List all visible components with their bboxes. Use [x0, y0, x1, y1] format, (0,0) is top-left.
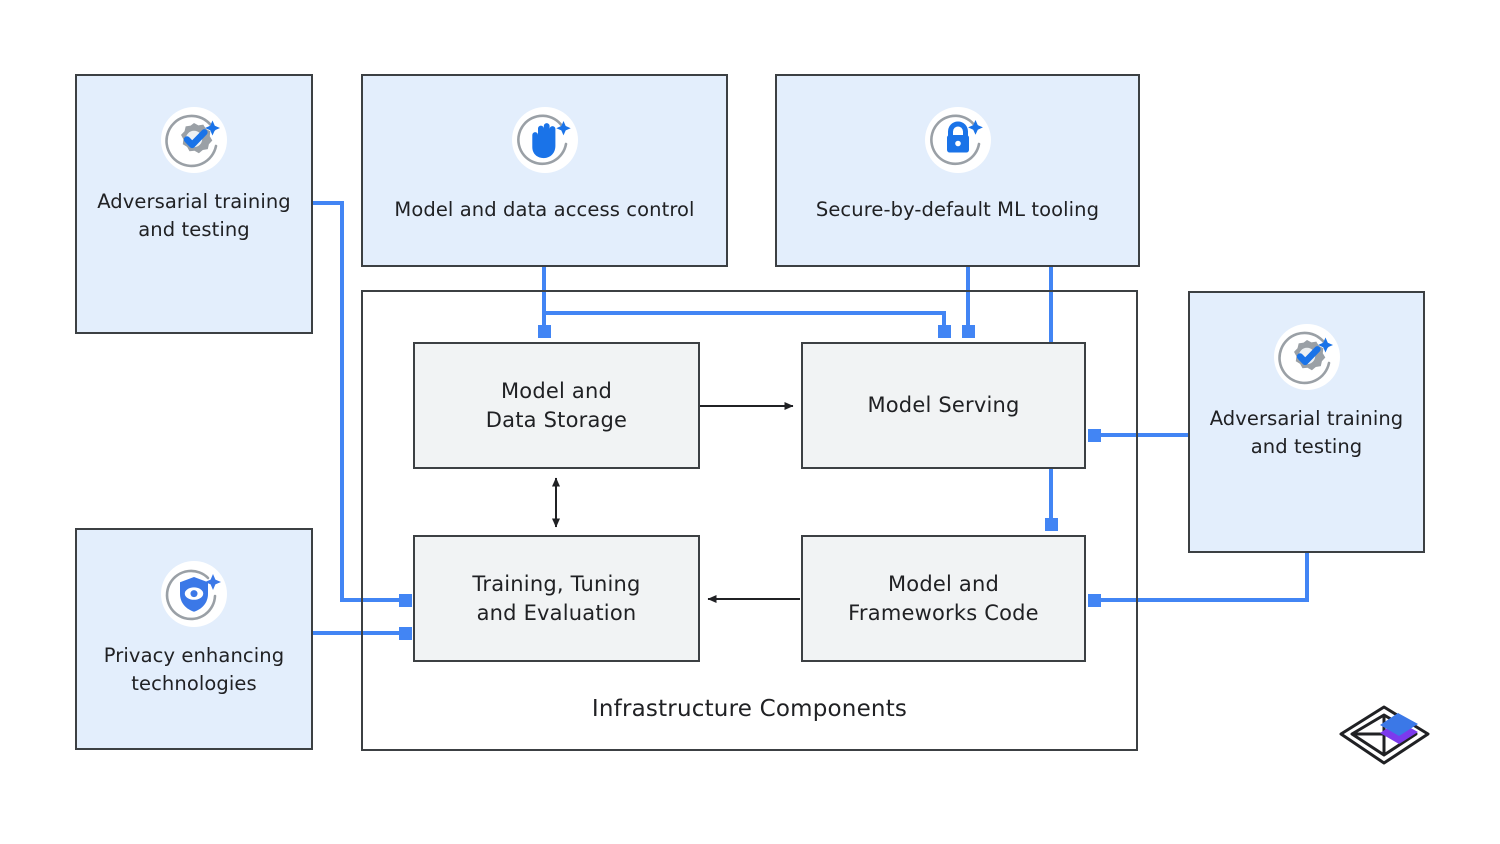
external-node-model-data-access-control[interactable]: Model and data access control [361, 74, 728, 267]
inner-node-label-line1: Model and [500, 378, 613, 403]
shield-eye-sparkle-icon [156, 556, 232, 632]
container-title: Infrastructure Components [591, 696, 908, 722]
inner-node-label-line1: Model Serving [867, 393, 1020, 417]
external-node-privacy-enhancing-technologies[interactable]: Privacy enhancing technologies [75, 528, 313, 750]
external-node-secure-by-default-ml-tooling[interactable]: Secure-by-default ML tooling [775, 74, 1140, 267]
inner-node-label-line2: Data Storage [485, 407, 628, 432]
inner-node-model-and-data-storage[interactable]: Model and Data Storage [413, 342, 700, 469]
external-node-label: Secure-by-default ML tooling [815, 198, 1100, 221]
inner-node-label-line2: Frameworks Code [848, 600, 1039, 625]
gear-check-sparkle-icon [156, 102, 232, 178]
inner-node-model-serving[interactable]: Model Serving [801, 342, 1086, 469]
inner-node-label-line2: and Evaluation [476, 600, 637, 625]
inner-node-model-and-frameworks-code[interactable]: Model and Frameworks Code [801, 535, 1086, 662]
gear-check-sparkle-icon [1269, 319, 1345, 395]
inner-node-training-tuning-and-evaluation[interactable]: Training, Tuning and Evaluation [413, 535, 700, 662]
infrastructure-components-container [361, 290, 1138, 751]
external-node-adversarial-training-right[interactable]: Adversarial training and testing [1188, 291, 1425, 553]
external-node-label: Model and data access control [394, 198, 695, 221]
external-node-label: Adversarial training and testing [97, 190, 291, 241]
hand-sparkle-icon [507, 102, 583, 178]
isometric-layers-logo [1336, 703, 1432, 769]
inner-node-label-line1: Training, Tuning [472, 571, 641, 596]
inner-node-label-line1: Model and [887, 571, 1000, 596]
external-node-adversarial-training-top-left[interactable]: Adversarial training and testing [75, 74, 313, 334]
external-node-label: Adversarial training and testing [1209, 407, 1404, 458]
external-node-label: Privacy enhancing technologies [103, 644, 285, 695]
lock-sparkle-icon [920, 102, 996, 178]
